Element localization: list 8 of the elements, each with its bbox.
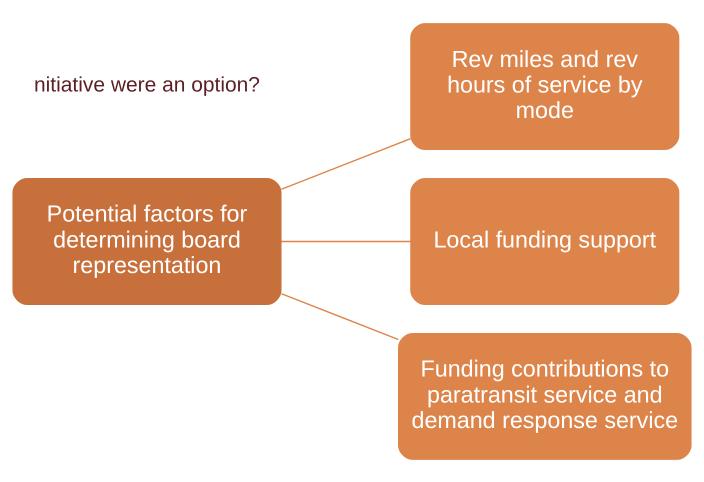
connector (281, 240, 411, 242)
node-box: Potential factors for determining board representation (12, 178, 282, 304)
node-box: Rev miles and rev hours of service by mode (410, 22, 680, 150)
node-box: Funding contributions to paratransit service and demand response service (398, 332, 692, 460)
label: nitiative were an option? (34, 73, 260, 96)
node-box: Local funding support (410, 178, 680, 304)
connector (281, 138, 411, 190)
connector (281, 292, 399, 340)
